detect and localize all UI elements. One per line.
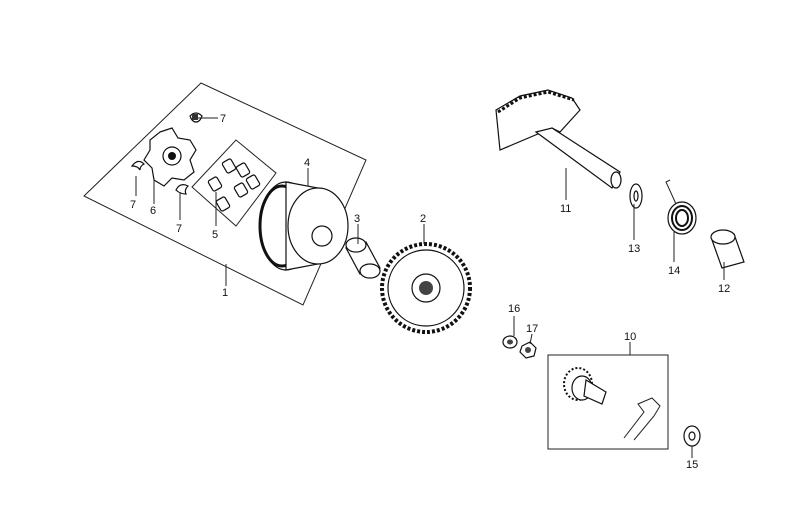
label-5: 5 [212, 229, 218, 241]
spring-14 [665, 179, 697, 235]
label-6: 6 [150, 205, 156, 217]
label-12: 12 [718, 283, 730, 295]
label-13: 13 [628, 243, 640, 255]
nut-16 [502, 335, 518, 349]
bushing-12 [710, 229, 745, 269]
clip-bottom [175, 184, 190, 195]
leader-lines [135, 117, 725, 458]
label-2: 2 [420, 213, 426, 225]
label-11: 11 [560, 203, 571, 215]
kick-gear [563, 367, 607, 405]
variator-plate [143, 127, 197, 187]
label-14: 14 [668, 265, 680, 277]
label-3: 3 [354, 213, 360, 225]
label-4: 4 [304, 157, 310, 169]
kick-shaft [495, 89, 622, 189]
label-7-top: 7 [220, 113, 226, 125]
washer-13 [629, 183, 643, 209]
ratchet-clip [623, 397, 661, 441]
label-17: 17 [526, 323, 538, 335]
label-7-left: 7 [130, 199, 136, 211]
assembly-1-boundary [83, 82, 367, 306]
assembly-10-boundary [547, 354, 669, 450]
label-16: 16 [508, 303, 520, 315]
bushing-3 [345, 237, 381, 279]
washer-17 [519, 341, 537, 359]
label-15: 15 [686, 459, 698, 471]
label-1: 1 [222, 287, 228, 299]
rollers [207, 158, 261, 212]
clutch-drum [258, 181, 349, 271]
clip-left [130, 160, 146, 171]
sprocket [380, 242, 472, 334]
roller-group-boundary [191, 139, 277, 227]
clip-top [189, 112, 203, 123]
label-7-bottom: 7 [176, 223, 182, 235]
label-10: 10 [624, 331, 636, 343]
washer-15 [683, 425, 701, 447]
